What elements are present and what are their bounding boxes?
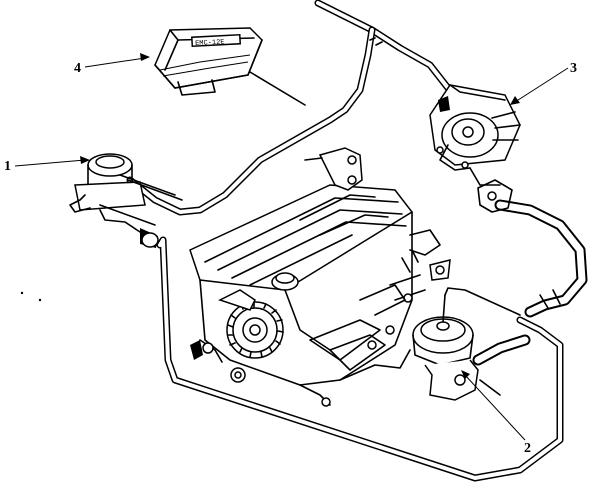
intake-manifold — [299, 284, 411, 407]
stray-mark — [20, 291, 24, 295]
stray-mark — [38, 298, 42, 302]
egr-pipe — [477, 179, 588, 318]
egr-valve-2 — [412, 287, 531, 401]
callout-2: 2 — [524, 441, 531, 456]
vacuum-hose-top — [126, 0, 452, 216]
callout-4: 4 — [74, 61, 81, 76]
vacuum-hose-loop — [156, 236, 564, 482]
ecm-module: EMC-12E — [154, 27, 306, 106]
timing-pulley — [190, 289, 284, 383]
engine-block — [189, 147, 451, 386]
callout-1: 1 — [4, 159, 11, 174]
callout-arrows — [14, 53, 569, 441]
callout-3: 3 — [570, 61, 577, 76]
egr-modulator-3 — [429, 84, 521, 186]
ecm-label: EMC-12E — [195, 39, 225, 49]
egr-solenoid-1 — [69, 153, 183, 248]
